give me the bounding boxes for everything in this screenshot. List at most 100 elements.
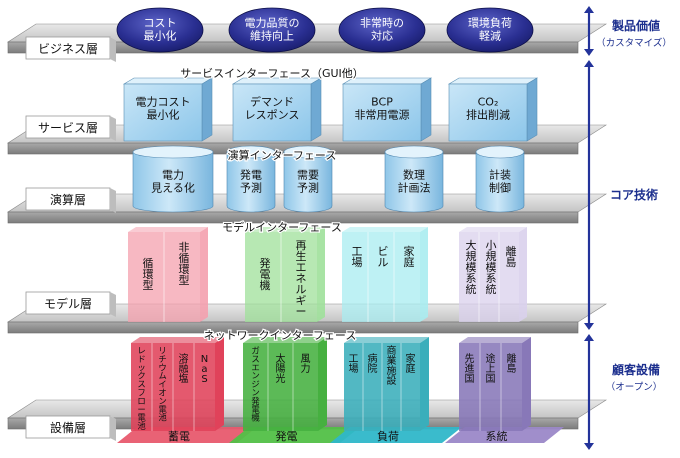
layer-name: モデル層 (44, 296, 92, 311)
char: 風 (301, 353, 311, 365)
char: ン (251, 388, 259, 398)
service-box-0: 電力コスト最小化 (122, 77, 214, 142)
char: イ (158, 379, 166, 389)
equipment-category: 蓄電 (168, 430, 190, 443)
char: S (201, 374, 207, 385)
char: N (201, 354, 208, 365)
model-col-text: 発電機 (260, 256, 271, 292)
service-text: デマンドレスポンス (245, 94, 300, 121)
calc-text: 需要予測 (297, 168, 319, 194)
char: 力 (301, 362, 311, 375)
char: ス (251, 354, 259, 364)
equipment-col-text: 太陽光 (276, 352, 286, 385)
char: 規 (486, 249, 497, 263)
layer-name: ビジネス層 (38, 42, 98, 56)
char: レ (137, 346, 145, 356)
char: 工 (352, 245, 363, 258)
value-oval-2: 非常時の対応 (338, 7, 426, 53)
char: 発 (260, 256, 271, 270)
interface-labels: サービスインターフェース（GUI他）演算インターフェースモデルインターフェースネ… (179, 66, 365, 343)
interface-label-2: モデルインターフェース (222, 220, 342, 234)
equipment-blocks: レドックスフロー電池リチウムイオン電池溶融塩NaS蓄電ガスエンジン発電機太陽光風… (117, 337, 564, 443)
equipment-col-text: 病院 (368, 352, 378, 375)
calc-cylinder-1: 発電予測 (226, 145, 276, 213)
calc-cylinder-3: 数理計画法 (384, 145, 444, 213)
char: 業 (387, 354, 397, 367)
char: 機 (251, 413, 260, 423)
calc-text: 発電予測 (240, 167, 262, 194)
char: 離 (507, 352, 517, 365)
char: 庭 (404, 255, 415, 269)
char: 池 (137, 421, 146, 431)
char: ネ (296, 272, 307, 285)
char: 型 (179, 273, 190, 287)
calc-text: 電力見える化 (151, 168, 195, 194)
char: 規 (466, 249, 477, 263)
char: エ (251, 362, 259, 372)
char: ロ (137, 396, 145, 406)
char: 再 (296, 239, 307, 252)
calc-cylinder-4: 計装制御 (475, 145, 525, 213)
char: 場 (349, 362, 359, 375)
char: ー (296, 305, 307, 318)
axis-bottom-sub: （オープン） (606, 381, 662, 393)
char: 工 (349, 354, 359, 365)
char: 循 (143, 257, 154, 270)
char: 先 (465, 353, 475, 365)
char: 島 (506, 255, 517, 269)
model-col-text: 離島 (506, 244, 517, 269)
service-text: 電力コスト最小化 (136, 95, 191, 121)
value-oval-0: コスト最小化 (116, 7, 204, 53)
layer-label-3: モデル層 (25, 291, 116, 317)
char: ル (296, 283, 307, 296)
value-text: 非常時の対応 (360, 16, 404, 42)
char: ス (137, 379, 145, 389)
char: 国 (465, 373, 475, 385)
model-col-text: 循環型 (143, 257, 154, 292)
axis-arrow-up (584, 6, 594, 13)
layer-name: サービス層 (38, 121, 98, 135)
char: 型 (143, 278, 154, 292)
model-col-text: 工場 (352, 245, 363, 269)
char: 環 (143, 268, 154, 281)
char: 商 (387, 344, 397, 357)
char: 光 (276, 372, 286, 385)
layer-name: 設備層 (50, 420, 86, 435)
value-text: 環境負荷軽減 (468, 15, 512, 42)
axis-arrow-up (584, 334, 594, 341)
char: ッ (137, 362, 145, 372)
char: 機 (260, 278, 271, 292)
model-col-text: ビル (378, 245, 389, 269)
axis-top-sub: （カスタマイズ） (596, 37, 672, 49)
char: 非 (179, 241, 190, 254)
interface-label-1: 演算インターフェース (228, 148, 337, 162)
char: 施 (387, 364, 397, 377)
layer-label-2: 演算層 (25, 187, 116, 213)
axis-arrow-up (584, 60, 594, 67)
char: 陽 (276, 363, 286, 375)
equipment-category: 発電 (276, 429, 298, 443)
char: ド (137, 354, 145, 364)
char: 系 (466, 272, 477, 285)
equipment-col-text: 溶融塩 (179, 352, 189, 385)
equipment-col-text: 途上国 (486, 352, 496, 385)
char: 庭 (406, 362, 416, 375)
char: 模 (486, 261, 497, 274)
axis-arrow-down (584, 323, 594, 330)
char: 家 (406, 352, 416, 365)
char: 病 (368, 352, 378, 365)
layer-label-0: ビジネス層 (25, 36, 116, 62)
axis-arrow-down (584, 49, 594, 56)
equipment-col-text: 離島 (507, 352, 517, 375)
